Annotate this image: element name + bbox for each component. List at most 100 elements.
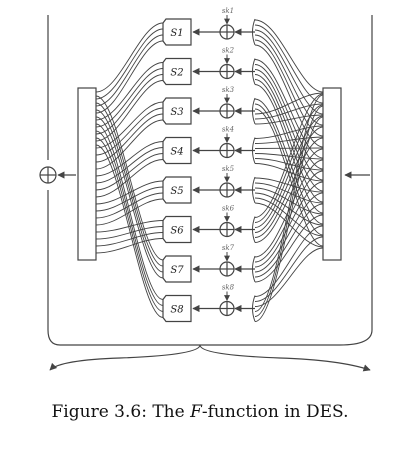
- expansion-wire: [254, 137, 324, 238]
- expansion-wire: [254, 187, 324, 215]
- expansion-wire: [254, 147, 324, 149]
- sbox-output-wire: [95, 147, 164, 184]
- key-label: sk6: [222, 205, 235, 213]
- sbox-output-wire: [95, 34, 164, 107]
- sbox-label: S6: [170, 226, 184, 237]
- sbox-output-wire: [95, 95, 164, 261]
- sbox-output-wire: [95, 137, 164, 312]
- expansion-wire: [254, 84, 324, 214]
- expansion-wire: [254, 182, 324, 204]
- sbox-label: S3: [170, 107, 183, 118]
- expansion-wire: [254, 170, 324, 263]
- key-xor-6: sk6: [192, 205, 255, 238]
- key-xor-7: sk7: [192, 244, 255, 277]
- expansion-wire: [254, 105, 324, 317]
- figure-caption: Figure 3.6: The F-function in DES.: [0, 402, 400, 422]
- sbox-output-wire: [95, 232, 164, 247]
- sbox-output-wire: [95, 116, 164, 279]
- expansion-wire: [254, 115, 324, 228]
- left-xor-symbol: [39, 166, 57, 184]
- sbox-output-wire: [95, 113, 164, 163]
- key-xor-3: sk3: [192, 86, 255, 119]
- sbox-2: S2: [162, 57, 192, 86]
- expansion-wire: [254, 92, 324, 115]
- expansion-wire: [254, 192, 324, 273]
- expansion-wire: [254, 59, 324, 159]
- key-label: sk8: [222, 284, 235, 292]
- expansion-wire: [254, 203, 324, 278]
- key-xor-8: sk8: [192, 284, 255, 317]
- sbox-label: S7: [170, 265, 184, 276]
- expansion-wire: [254, 225, 324, 297]
- expansion-block-right: [322, 87, 342, 261]
- sbox-shape: [162, 294, 192, 323]
- sbox-7: S7: [162, 255, 192, 283]
- key-label: sk1: [222, 7, 234, 15]
- sbox-output-wire: [95, 62, 164, 121]
- frame-lines: [47, 15, 373, 372]
- key-label: sk5: [222, 165, 235, 173]
- expansion-wire: [254, 103, 324, 120]
- expansion-wire: [254, 98, 324, 225]
- sbox-shape: [162, 215, 192, 244]
- expansion-wire: [254, 159, 324, 258]
- sbox-shape: [162, 255, 192, 283]
- sbox-output-wire: [95, 192, 164, 219]
- expansion-wire: [254, 148, 324, 243]
- expansion-wire: [254, 94, 324, 312]
- key-xor-column: sk1 sk2 sk3 sk4 sk5 sk6 sk7 sk8: [192, 7, 255, 317]
- expansion-wire: [254, 24, 324, 104]
- sbox-shape: [162, 97, 192, 125]
- expansion-wire: [254, 236, 324, 302]
- expansion-wire: [254, 19, 324, 93]
- sbox-output-wire: [95, 28, 164, 100]
- sbox-output-wire: [95, 238, 164, 254]
- sbox-output-wire: [95, 40, 164, 114]
- sbox-1: S1: [162, 18, 192, 46]
- expansion-wire: [254, 29, 324, 115]
- sbox-shape: [162, 18, 192, 46]
- sbox-output-wire: [95, 80, 164, 142]
- permutation-block-left: [77, 87, 97, 261]
- expansion-wire: [254, 34, 324, 126]
- sbox-shape: [162, 176, 192, 204]
- sbox-6: S6: [162, 215, 192, 244]
- caption-prefix: Figure 3.6: The: [51, 402, 191, 422]
- sbox-output-wire: [95, 141, 164, 177]
- key-xor-4: sk4: [192, 126, 255, 159]
- expansion-wire: [254, 69, 324, 181]
- sbox-label: S2: [170, 68, 183, 79]
- sbox-shape: [162, 136, 192, 165]
- output-curve-left: [49, 344, 201, 371]
- output-curve-right: [199, 344, 371, 372]
- key-label: sk7: [222, 244, 235, 252]
- expansion-wire: [254, 64, 324, 170]
- sbox-label: S8: [170, 305, 183, 316]
- expansion-wire: [254, 214, 324, 283]
- sbox-output-wire: [95, 123, 164, 300]
- expansion-wire: [254, 74, 324, 192]
- expansion-wire: [254, 114, 324, 125]
- wiring: [95, 18, 324, 322]
- caption-suffix: -function in DES.: [201, 402, 349, 422]
- sbox-label: S5: [170, 186, 183, 197]
- expansion-wire: [254, 104, 324, 223]
- key-xor-2: sk2: [192, 47, 255, 80]
- sbox-8: S8: [162, 294, 192, 323]
- sbox-output-wire: [95, 153, 164, 191]
- key-xor-1: sk1: [192, 7, 255, 40]
- sbox-output-wire: [95, 109, 164, 273]
- expansion-wire: [254, 39, 324, 137]
- sbox-output-wire: [95, 101, 164, 149]
- sbox-output-wire: [95, 107, 164, 156]
- sbox-output-wire: [95, 102, 164, 267]
- expansion-wire: [254, 181, 324, 268]
- expansion-wire: [254, 44, 324, 148]
- sbox-output-wire: [95, 22, 164, 93]
- expansion-wire: [254, 125, 324, 139]
- expansion-wire: [254, 108, 324, 247]
- expansion-wire: [254, 103, 324, 236]
- sbox-5: S5: [162, 176, 192, 204]
